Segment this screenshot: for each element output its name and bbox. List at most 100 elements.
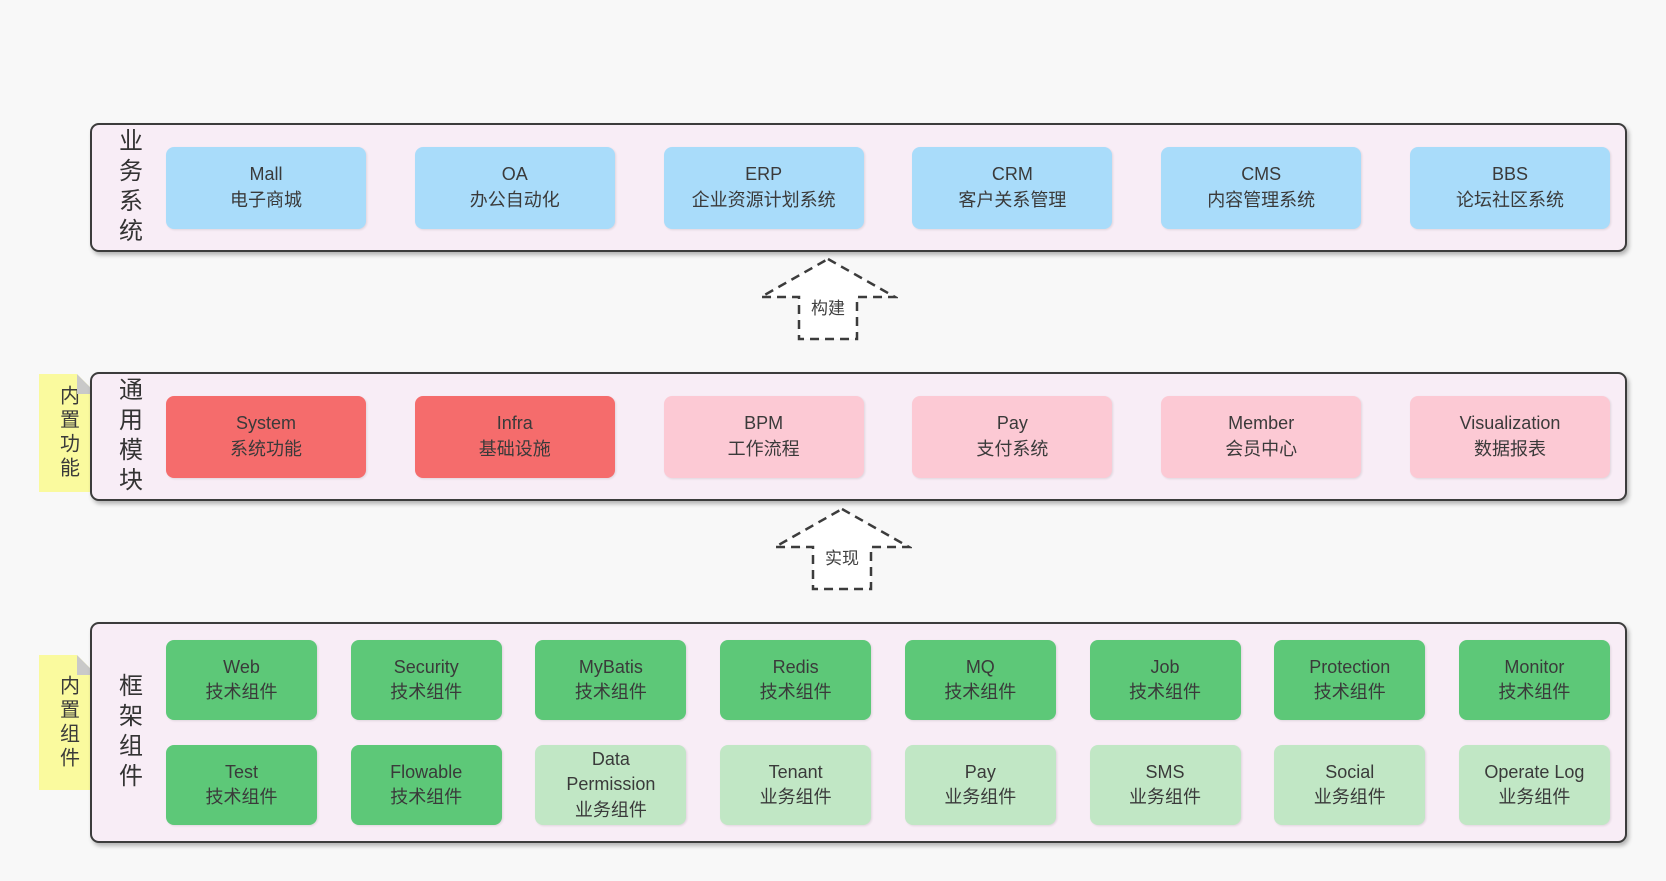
box-pay-component: Pay 业务组件 <box>904 745 1056 825</box>
box-title: OA <box>501 164 528 185</box>
common-modules-boxes: System 系统功能 Infra 基础设施 BPM 工作流程 Pay 支付系统… <box>166 374 1610 499</box>
box-title: Security <box>393 656 459 677</box>
box-title: Pay <box>964 761 996 782</box>
box-title: Social <box>1325 761 1375 782</box>
sticky-note-builtin-components: 内置组件 <box>39 655 97 790</box>
box-title: Redis <box>772 656 819 677</box>
box-subtitle: 技术组件 <box>1129 682 1202 702</box>
box-title: Tenant <box>768 761 823 782</box>
box-infra: Infra 基础设施 <box>414 395 615 478</box>
framework-components-boxes: Web 技术组件 Security 技术组件 MyBatis 技术组件 Redi… <box>166 624 1610 841</box>
box-title: Visualization <box>1459 413 1561 434</box>
box-title: Protection <box>1309 656 1391 677</box>
box-subtitle: 业务组件 <box>944 787 1017 807</box>
implement-arrow-label: 实现 <box>822 544 862 569</box>
box-title: MQ <box>965 656 995 677</box>
box-subtitle: 技术组件 <box>574 682 647 702</box>
box-subtitle: 工作流程 <box>727 438 800 459</box>
box-subtitle: 企业资源计划系统 <box>691 189 836 210</box>
box-oa: OA 办公自动化 <box>414 146 615 229</box>
box-redis: Redis 技术组件 <box>720 640 872 720</box>
box-visualization: Visualization 数据报表 <box>1409 395 1610 478</box>
sticky-note-text: 内置功能 <box>56 385 79 481</box>
box-subtitle: 会员中心 <box>1225 438 1298 459</box>
box-mq: MQ 技术组件 <box>904 640 1056 720</box>
box-subtitle: 支付系统 <box>976 438 1049 459</box>
box-subtitle: 内容管理系统 <box>1207 189 1316 210</box>
business-systems-boxes: Mall 电子商城 OA 办公自动化 ERP 企业资源计划系统 CRM 客户关系… <box>166 125 1610 250</box>
box-title: Member <box>1228 413 1295 434</box>
box-subtitle: 业务组件 <box>1498 787 1571 807</box>
box-subtitle: 客户关系管理 <box>958 189 1067 210</box>
box-monitor: Monitor 技术组件 <box>1458 640 1610 720</box>
band-label-text: 框架组件 <box>114 672 142 793</box>
box-system: System 系统功能 <box>166 395 366 478</box>
box-data-permission: Data Permission 业务组件 <box>535 745 687 825</box>
box-sms: SMS 业务组件 <box>1089 745 1241 825</box>
box-mybatis: MyBatis 技术组件 <box>535 640 687 720</box>
box-subtitle: 技术组件 <box>1313 682 1386 702</box>
build-arrow-label: 构建 <box>808 294 848 319</box>
box-subtitle: 论坛社区系统 <box>1455 189 1564 210</box>
box-title: System <box>235 413 296 434</box>
box-title: ERP <box>745 164 783 185</box>
box-subtitle: 技术组件 <box>759 682 832 702</box>
box-subtitle: 数据报表 <box>1473 438 1546 459</box>
box-title: Monitor <box>1504 656 1565 677</box>
box-subtitle: 业务组件 <box>759 787 832 807</box>
box-title: MyBatis <box>578 656 643 677</box>
implement-up-arrow-icon: 实现 <box>772 506 912 592</box>
band-business-systems-label: 业务系统 <box>105 125 151 250</box>
box-web: Web 技术组件 <box>166 640 317 720</box>
box-subtitle: 系统功能 <box>230 438 302 459</box>
box-erp: ERP 企业资源计划系统 <box>663 146 864 229</box>
box-flowable: Flowable 技术组件 <box>350 745 502 825</box>
box-security: Security 技术组件 <box>350 640 502 720</box>
box-crm: CRM 客户关系管理 <box>912 146 1113 229</box>
box-subtitle: 技术组件 <box>944 682 1017 702</box>
box-subtitle: 电子商城 <box>230 189 302 210</box>
band-business-systems: 业务系统 Mall 电子商城 OA 办公自动化 ERP 企业资源计划系统 CRM… <box>90 123 1627 252</box>
box-member: Member 会员中心 <box>1161 395 1362 478</box>
sticky-note-text: 内置组件 <box>56 674 79 771</box>
box-title: CMS <box>1241 164 1282 185</box>
sticky-note-builtin-features: 内置功能 <box>39 374 97 492</box>
box-title: Mall <box>249 164 283 185</box>
box-subtitle: 技术组件 <box>205 682 278 702</box>
box-subtitle: 办公自动化 <box>469 189 560 210</box>
box-title: Job <box>1150 656 1180 677</box>
box-title: Test <box>224 761 258 782</box>
box-subtitle: 技术组件 <box>390 787 463 807</box>
box-title: BBS <box>1491 164 1528 185</box>
band-common-modules: 通用模块 System 系统功能 Infra 基础设施 BPM 工作流程 Pay… <box>90 372 1627 501</box>
box-bbs: BBS 论坛社区系统 <box>1409 146 1610 229</box>
box-title: Web <box>223 656 260 677</box>
box-tenant: Tenant 业务组件 <box>720 745 872 825</box>
box-cms: CMS 内容管理系统 <box>1161 146 1362 229</box>
box-title: Data Permission <box>566 749 656 795</box>
box-test: Test 技术组件 <box>166 745 317 825</box>
box-title: Flowable <box>390 761 463 782</box>
box-title: SMS <box>1145 761 1185 782</box>
box-title: CRM <box>991 164 1033 185</box>
build-up-arrow-icon: 构建 <box>758 256 898 342</box>
box-job: Job 技术组件 <box>1089 640 1241 720</box>
box-operate-log: Operate Log 业务组件 <box>1458 745 1610 825</box>
band-common-modules-label: 通用模块 <box>105 374 151 499</box>
box-title: BPM <box>744 413 784 434</box>
box-title: Infra <box>496 413 533 434</box>
band-framework-components-label: 框架组件 <box>105 624 151 841</box>
box-subtitle: 技术组件 <box>390 682 463 702</box>
band-framework-components: 框架组件 Web 技术组件 Security 技术组件 MyBatis 技术组件… <box>90 622 1627 843</box>
box-bpm: BPM 工作流程 <box>663 395 864 478</box>
box-pay-module: Pay 支付系统 <box>912 395 1113 478</box>
box-title: Pay <box>996 413 1028 434</box>
box-protection: Protection 技术组件 <box>1274 640 1426 720</box>
box-subtitle: 业务组件 <box>1129 787 1202 807</box>
band-label-text: 通用模块 <box>114 376 142 497</box>
box-subtitle: 业务组件 <box>574 799 647 820</box>
box-subtitle: 技术组件 <box>205 787 278 807</box>
band-label-text: 业务系统 <box>114 127 142 248</box>
box-mall: Mall 电子商城 <box>166 146 366 229</box>
